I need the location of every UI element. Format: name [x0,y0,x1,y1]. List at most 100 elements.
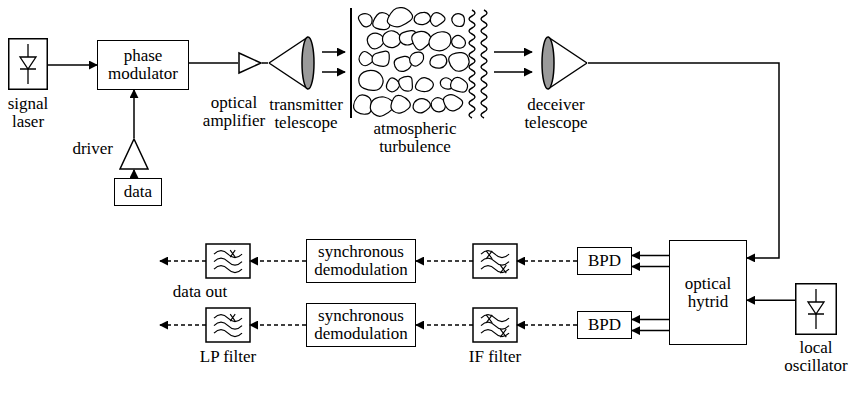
process-box: optical hytrid [669,240,747,345]
box-text: optical hytrid [675,275,741,311]
filter-box [206,308,250,342]
annotation-label: atmospheric turbulence [360,120,470,157]
box-text: BPD [588,316,621,334]
turbulence-eddy [452,14,465,27]
beam-arrow [322,51,345,53]
component-symbol: optical amplifier [238,52,262,74]
turbulence-eddy [451,77,468,92]
connector-arrow [48,64,97,66]
process-box: BPD [577,311,632,339]
signal-wire [517,260,577,261]
signal-wire [517,324,577,325]
process-box: BPD [577,247,632,275]
turbulence-eddy [386,78,399,92]
filter-box [206,244,250,278]
connector-arrow [133,90,135,138]
connector-arrow [189,62,238,64]
filter-box [473,308,517,342]
turbulence-eddy [359,52,374,66]
component-label: driver [72,140,113,158]
laser-box [9,39,48,90]
filter-wave [214,322,242,329]
turbulence-eddy [410,52,424,66]
box-text: BPD [588,252,621,270]
signal-wire [160,324,206,325]
beam-arrow [494,71,532,73]
component-symbol: signal laser [8,38,48,90]
symbol-outline [540,35,588,91]
filter-mark [486,315,506,337]
turbulence-eddy [382,31,400,48]
turbulence-eddy [394,56,411,71]
turbulence-eddy [391,95,410,113]
symbol-outline [119,138,149,170]
turbulence-eddy [414,12,430,24]
filter-mark [230,250,235,257]
annotation-label: data out [160,283,240,301]
filter-wave [481,251,509,258]
signal-wire [250,324,306,325]
box-text: synchronous demodulation [312,243,410,279]
box-text: phase modulator [103,47,183,83]
component-label: deceiver telescope [516,96,596,133]
box-text: synchronous demodulation [312,307,410,343]
turbulence-eddy [443,95,462,111]
filter-wave [481,315,509,322]
turbulence-eddy [413,99,430,113]
box-text: data [124,183,152,201]
diode-symbol [20,57,36,69]
filter-wave [481,258,509,265]
turbulence-boundary [350,8,352,118]
turbulence-eddy [430,55,447,69]
annotation-label: IF filter [450,348,540,366]
filter-wave [214,258,242,265]
annotation-label: LP filter [183,348,273,366]
beam-arrow [322,71,345,73]
component-symbol: transmitter telescope [268,35,316,91]
connector-arrow [262,62,268,64]
laser-box [796,284,837,335]
signal-wire [416,260,473,261]
filter-wave [214,251,242,258]
turbulence-eddy [412,31,431,50]
turbulence-eddy [387,8,412,27]
turbulence-eddy [359,70,383,90]
turbulence-eddy [415,78,433,92]
process-box: synchronous demodulation [306,239,416,283]
symbol-outline [795,283,837,335]
signal-wire [250,260,306,261]
wavefront [469,10,475,118]
filter-mark [230,314,235,321]
component-label: transmitter telescope [266,96,346,133]
amplifier-triangle [239,53,261,73]
turbulence-eddy [372,51,389,66]
signal-wire [416,324,473,325]
beam-arrow [494,51,532,53]
component-label: local oscillator [776,339,856,376]
turbulence-eddy [452,35,466,48]
connector-arrow [632,266,669,268]
turbulence-eddy [367,33,384,49]
turbulence-eddy [449,53,469,72]
component-label: optical amplifier [198,94,270,131]
filter-wave [214,330,242,337]
turbulence-eddy [354,95,372,114]
filter-wave [481,322,509,329]
component-symbol: local oscillator [795,283,837,335]
filter-wave [214,266,242,273]
diode-bar [20,68,36,70]
symbol-outline [238,52,262,74]
component-symbol: driver [119,138,149,170]
amplifier-triangle [120,139,148,169]
turbulence-eddy [430,13,445,27]
symbol-outline [8,38,48,90]
telescope-lens [542,37,554,89]
connector-arrow [747,299,795,301]
turbulence-eddy [399,76,413,91]
wavefront [481,10,487,118]
component-label: signal laser [0,95,63,132]
connector-arrow [632,330,669,332]
symbol-outline [268,35,316,91]
process-box: synchronous demodulation [306,303,416,347]
